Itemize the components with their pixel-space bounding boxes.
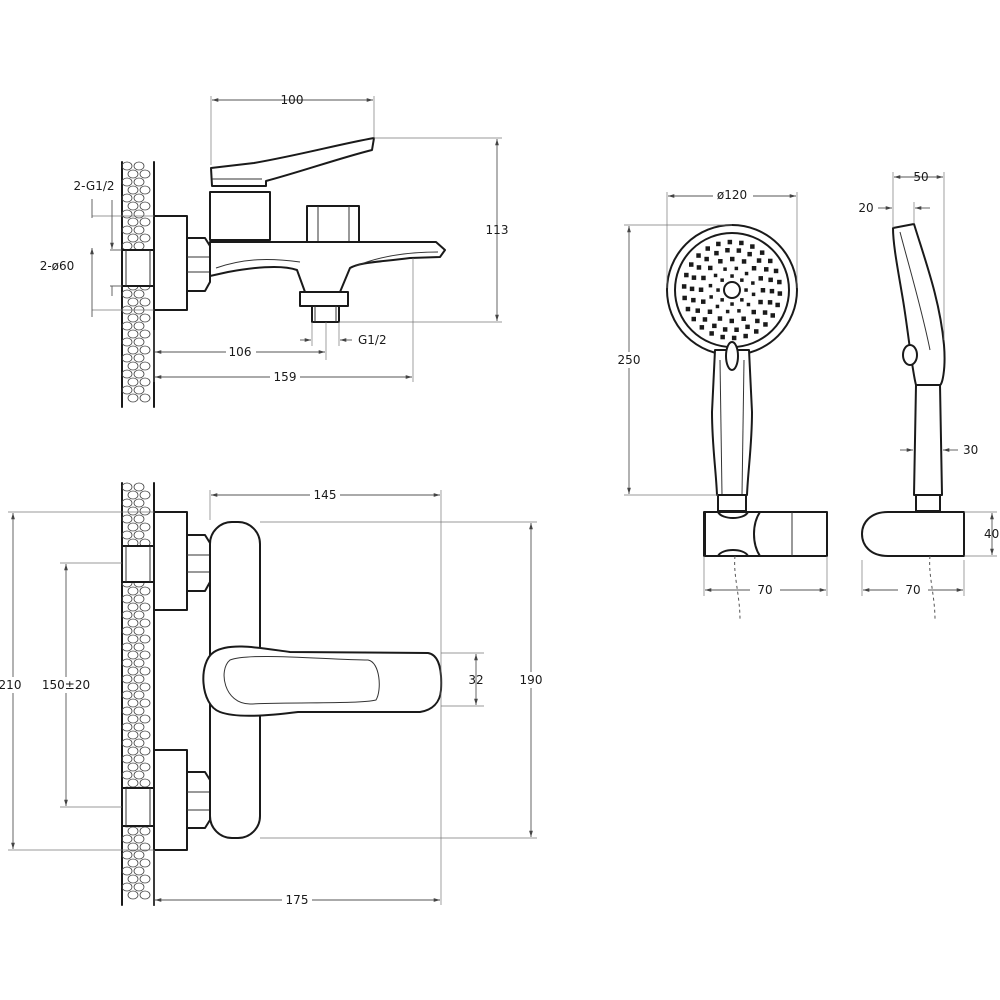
dim-handle-diameter: 30	[963, 443, 978, 457]
hex-nut	[186, 237, 211, 292]
faucet-side-view: 100 113 2-G1/2 2-ø60 106 G1/2 159	[40, 93, 509, 408]
dim-front-height-outer: 210	[0, 678, 21, 692]
dim-lever-height: 32	[468, 673, 483, 687]
front-lever	[202, 645, 443, 717]
shower-head-outer	[666, 224, 798, 356]
shower-handle	[711, 349, 753, 496]
side-head	[892, 223, 946, 386]
mixer-body	[209, 191, 271, 241]
outlet-thread	[311, 305, 340, 323]
dim-side-tip: 20	[858, 201, 873, 215]
spout	[209, 241, 446, 293]
handshower-front-view: ø120 250 70	[614, 186, 828, 621]
dim-front-width: 145	[314, 488, 337, 502]
dim-holder-width-front: 70	[757, 583, 772, 597]
lever-handle	[210, 137, 375, 187]
dim-head-diameter: ø120	[717, 188, 747, 202]
outlet-collar	[299, 291, 349, 307]
inlet-thread	[121, 249, 155, 287]
dim-top-height: 113	[486, 223, 509, 237]
dim-holder-width-side: 70	[905, 583, 920, 597]
dim-body-height: 190	[520, 673, 543, 687]
faucet-front-view: 145 175 210 150±20 32 190	[0, 482, 546, 907]
dim-centre-distance: 150±20	[42, 678, 90, 692]
diverter-knob	[306, 205, 360, 244]
dim-outlet-thread: G1/2	[358, 333, 387, 347]
dim-side-width: 50	[913, 170, 928, 184]
nozzle-pattern	[681, 239, 783, 341]
dim-total-depth: 159	[274, 370, 297, 384]
dim-top-width: 100	[281, 93, 304, 107]
inlet-block	[153, 215, 188, 311]
side-handle	[913, 384, 943, 496]
dim-spout-reach: 106	[229, 345, 252, 359]
mode-button	[725, 341, 739, 371]
dim-inlet-diameter: 2-ø60	[40, 259, 75, 273]
dim-inlet-thread: 2-G1/2	[73, 179, 114, 193]
handshower-side-view: 50 20 30 40 70	[858, 170, 999, 621]
lower-inlet-block	[153, 749, 188, 851]
dim-holder-height: 40	[984, 527, 999, 541]
upper-inlet-block	[153, 511, 188, 611]
dim-front-total-width: 175	[286, 893, 309, 907]
holder-side	[861, 511, 965, 557]
dim-handshower-length: 250	[618, 353, 641, 367]
